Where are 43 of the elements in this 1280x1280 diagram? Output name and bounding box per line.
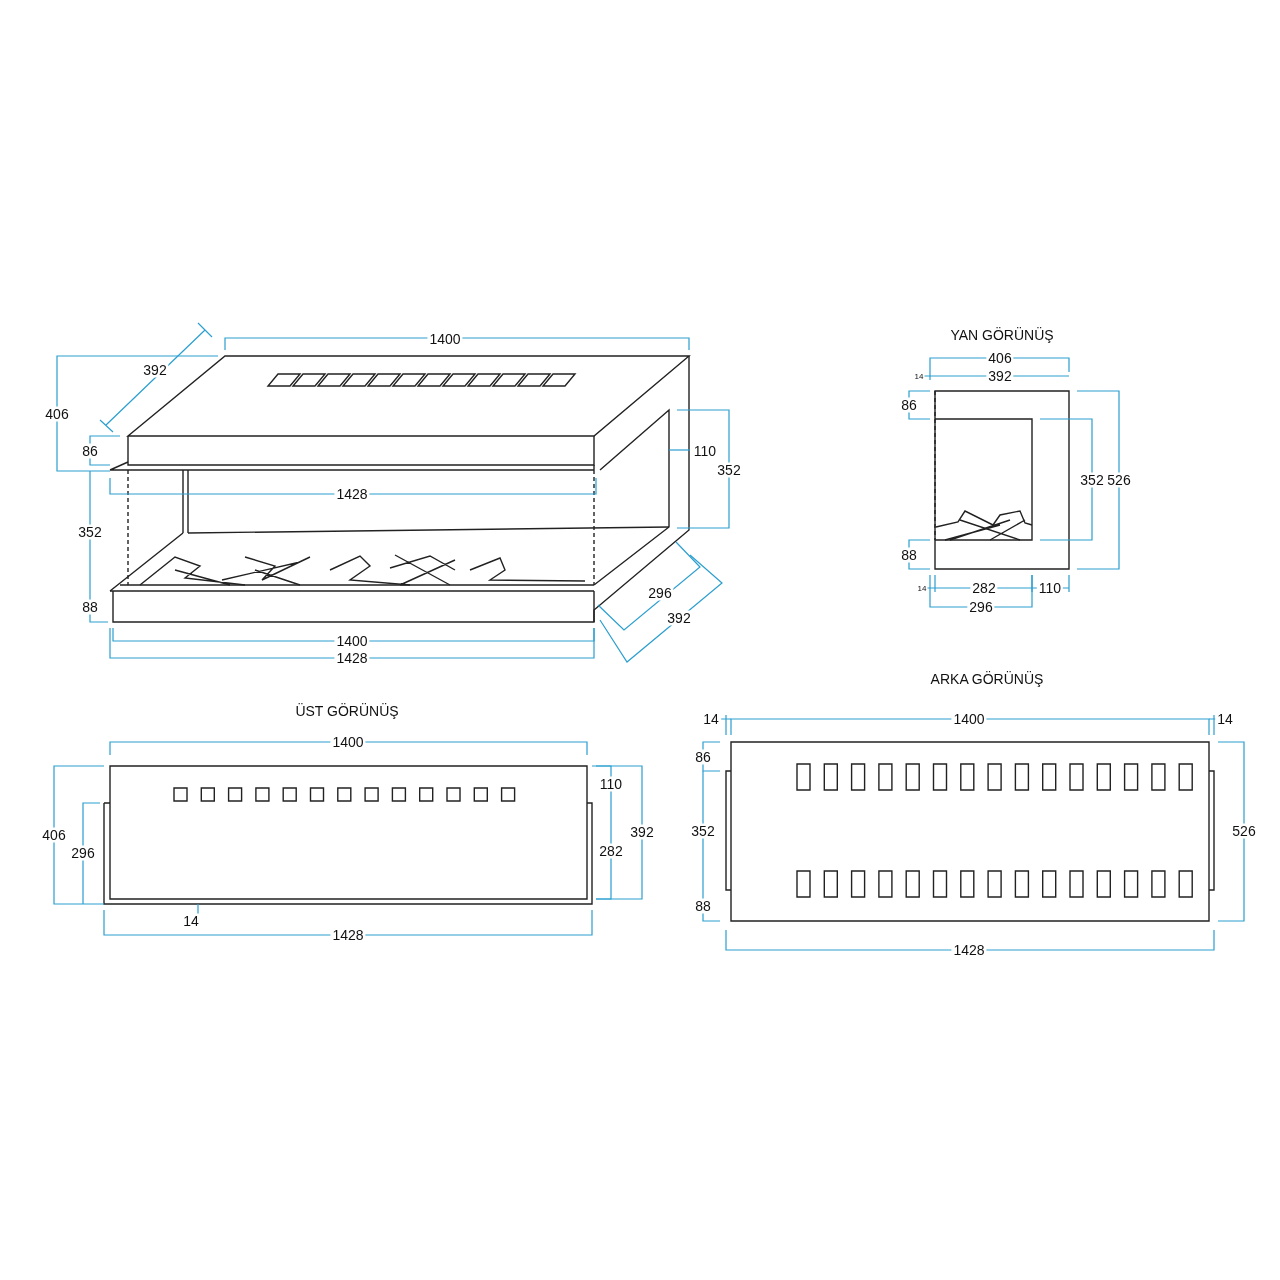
dimension-value: 296 [967,599,995,615]
dimension-value: 1428 [334,486,370,502]
dimension-value: 392 [628,824,656,840]
dimension-value: 352 [1078,472,1106,488]
dimension-value: 88 [693,898,713,914]
dimension-value: 296 [69,845,97,861]
view-title: YAN GÖRÜNÜŞ [949,327,1055,343]
dimension-value: 406 [40,827,68,843]
dimension-value: 1428 [334,650,370,666]
dimension-value: 110 [691,443,719,459]
dimension-value: 14 [913,371,925,381]
view-title: ARKA GÖRÜNÜŞ [929,671,1045,687]
dimension-value: 392 [665,610,693,626]
dimension-value: 526 [1105,472,1133,488]
dimension-value: 110 [1036,580,1064,596]
dimension-value: 282 [970,580,998,596]
dimension-value: 352 [76,524,104,540]
dimension-value: 14 [916,583,928,593]
dimension-value: 296 [646,585,674,601]
dimension-value: 1400 [334,633,370,649]
dimension-value: 352 [715,462,743,478]
dimension-value: 1400 [330,734,366,750]
dimension-value: 406 [43,406,71,422]
dimension-value: 1400 [951,711,987,727]
dimension-value: 392 [141,362,169,378]
dimension-value: 14 [701,711,721,727]
dimension-value: 352 [689,823,717,839]
dimension-value: 86 [693,749,713,765]
dimension-value: 14 [1215,711,1235,727]
dimension-value: 1428 [330,927,366,943]
dimension-value: 86 [899,397,919,413]
dimension-value: 526 [1230,823,1258,839]
dimension-value: 88 [80,599,100,615]
dimension-value: 1400 [427,331,463,347]
dimension-value: 392 [986,368,1014,384]
dimension-value: 406 [986,350,1014,366]
dimension-value: 1428 [951,942,987,958]
dimension-value: 86 [80,443,100,459]
view-title: ÜST GÖRÜNÜŞ [294,703,400,719]
dimension-value: 110 [597,776,625,792]
dimension-value: 282 [597,843,625,859]
dimension-value: 88 [899,547,919,563]
dimension-value: 14 [181,913,201,929]
